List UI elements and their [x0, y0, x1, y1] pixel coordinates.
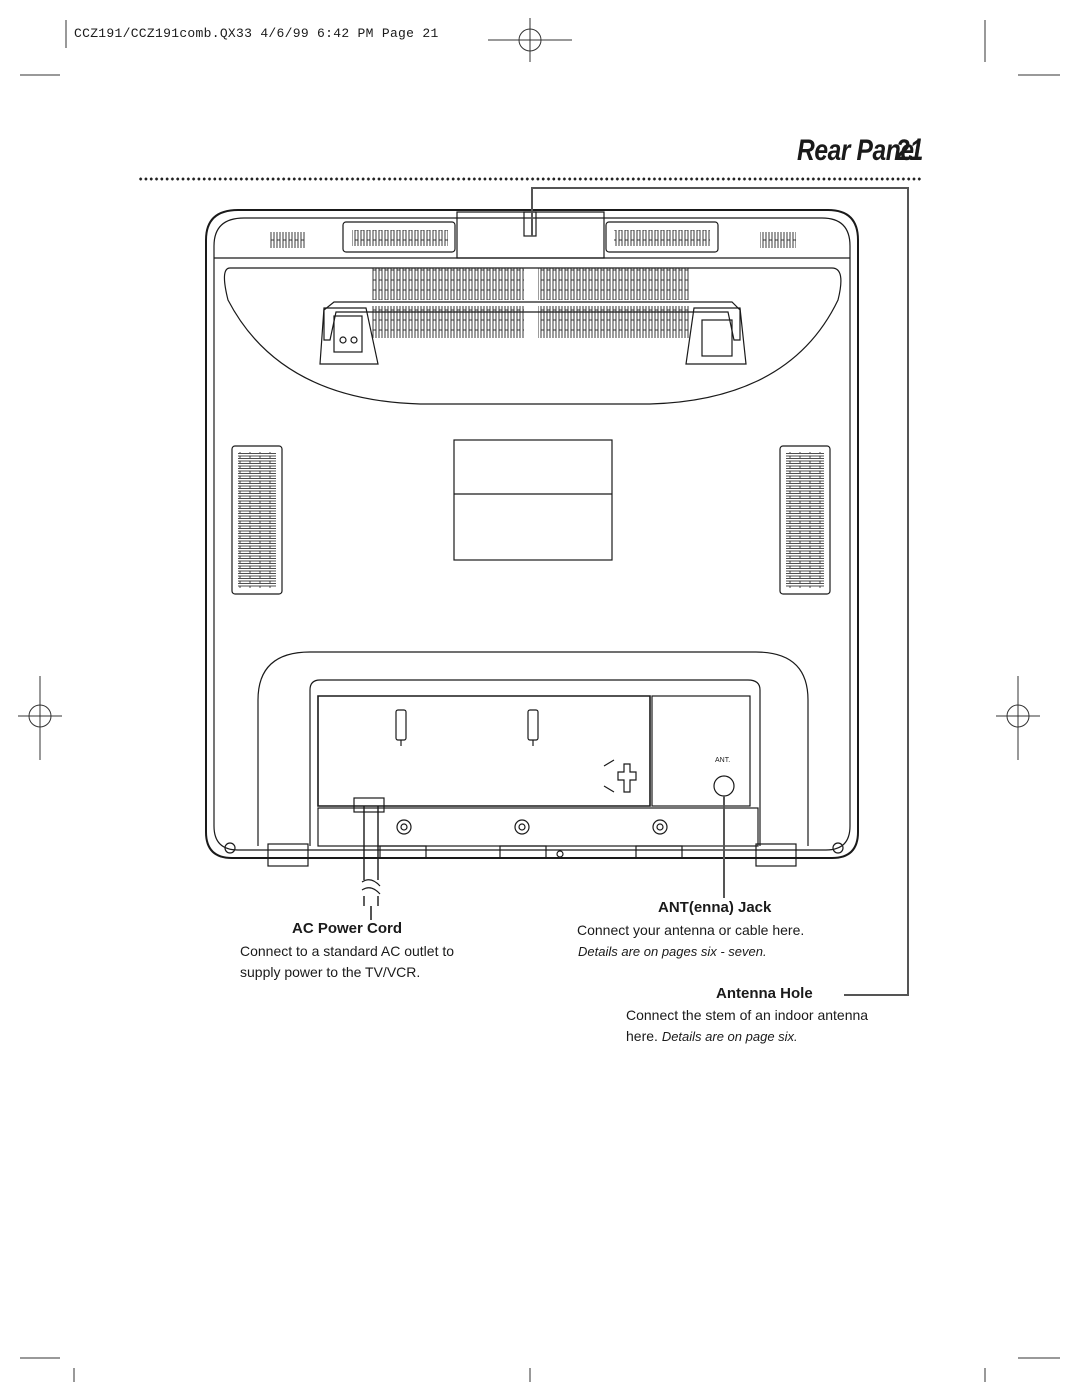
- antenna-hole-text-line2: here. Details are on page six.: [626, 1026, 798, 1047]
- dotted-header-rule: [138, 177, 922, 181]
- antenna-hole-details-note: Details are on page six.: [661, 1029, 798, 1044]
- antenna-hole-text-here: here.: [626, 1028, 658, 1044]
- print-slug-line: CCZ191/CCZ191comb.QX33 4/6/99 6:42 PM Pa…: [74, 26, 439, 41]
- antenna-jack-details-note: Details are on pages six - seven.: [578, 944, 767, 959]
- antenna-hole-text-line1: Connect the stem of an indoor antenna: [626, 1007, 869, 1023]
- ac-power-cord-text-line2: supply power to the TV/VCR.: [240, 964, 421, 980]
- antenna-hole-heading: Antenna Hole: [716, 985, 813, 1002]
- ant-port-label: ANT.: [715, 757, 731, 764]
- antenna-jack-text-line1: Connect your antenna or cable here.: [577, 922, 805, 938]
- page-title: Rear Panel: [796, 134, 920, 167]
- page-number: 21: [896, 134, 924, 167]
- ac-power-cord-text-line1: Connect to a standard AC outlet to: [240, 943, 455, 959]
- ac-power-cord-heading: AC Power Cord: [292, 920, 403, 937]
- antenna-jack-heading: ANT(enna) Jack: [658, 899, 772, 916]
